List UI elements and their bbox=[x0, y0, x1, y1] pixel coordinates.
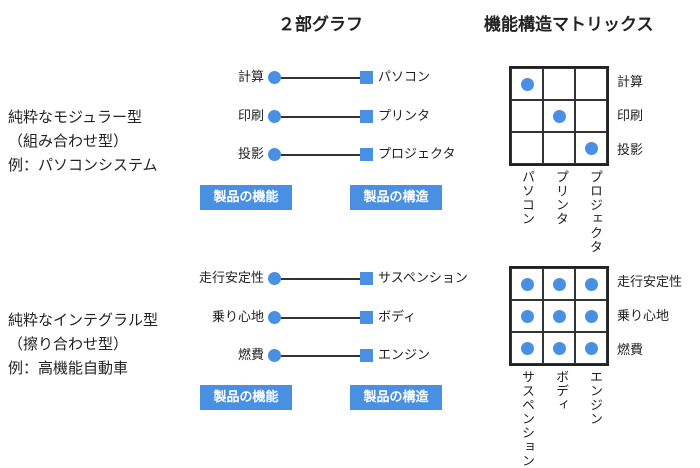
function-node bbox=[268, 71, 281, 84]
modular-matrix bbox=[509, 66, 609, 166]
integral-structure-label: ボディ bbox=[378, 310, 417, 325]
modular-matrix-col-label: プリンタ bbox=[553, 170, 568, 226]
modular-type-label: 純粋なモジュラー型 bbox=[8, 108, 142, 126]
matrix-cell bbox=[543, 300, 575, 332]
bipartite-graph-heading: ２部グラフ bbox=[278, 15, 363, 35]
matrix-cell bbox=[575, 268, 607, 300]
function-node bbox=[268, 311, 281, 324]
structure-node bbox=[360, 71, 373, 84]
graph-edge bbox=[281, 77, 360, 79]
matrix-cell bbox=[543, 68, 575, 100]
matrix-cell bbox=[575, 332, 607, 364]
matrix-dot bbox=[552, 309, 566, 323]
integral-type-alias: （擦り合わせ型） bbox=[8, 335, 129, 353]
product-structure-label: 製品の構造 bbox=[350, 185, 442, 210]
graph-edge bbox=[281, 355, 360, 357]
matrix-dot bbox=[552, 277, 566, 291]
integral-function-label: 乗り心地 bbox=[211, 310, 264, 325]
modular-structure-label: プリンタ bbox=[378, 109, 431, 124]
matrix-dot bbox=[584, 309, 598, 323]
function-node bbox=[268, 148, 281, 161]
integral-function-label: 燃費 bbox=[237, 348, 264, 363]
integral-description: 純粋なインテグラル型 （擦り合わせ型） 例：高機能自動車 bbox=[8, 308, 158, 380]
matrix-heading: 機能構造マトリックス bbox=[484, 15, 654, 35]
integral-type-label: 純粋なインテグラル型 bbox=[8, 311, 159, 329]
matrix-dot bbox=[552, 341, 566, 355]
matrix-cell bbox=[575, 68, 607, 100]
matrix-cell bbox=[543, 332, 575, 364]
modular-matrix-row-label: 投影 bbox=[617, 143, 644, 158]
modular-matrix-row-label: 印刷 bbox=[617, 109, 644, 124]
matrix-dot bbox=[584, 141, 598, 155]
matrix-cell bbox=[511, 332, 543, 364]
integral-structure-label: エンジン bbox=[378, 348, 431, 363]
matrix-cell bbox=[543, 100, 575, 132]
matrix-dot bbox=[552, 109, 566, 123]
matrix-cell bbox=[511, 68, 543, 100]
integral-matrix-row-label: 燃費 bbox=[617, 343, 644, 358]
integral-matrix-col-label: エンジン bbox=[587, 370, 602, 426]
modular-matrix-row-label: 計算 bbox=[617, 75, 644, 90]
matrix-dot bbox=[520, 77, 534, 91]
matrix-dot bbox=[520, 341, 534, 355]
product-function-label: 製品の機能 bbox=[200, 185, 292, 210]
matrix-cell bbox=[543, 268, 575, 300]
matrix-cell bbox=[511, 100, 543, 132]
modular-structure-label: プロジェクタ bbox=[378, 147, 456, 162]
product-function-label: 製品の機能 bbox=[200, 385, 292, 410]
function-node bbox=[268, 272, 281, 285]
integral-matrix-row-label: 走行安定性 bbox=[617, 275, 683, 290]
matrix-cell bbox=[575, 300, 607, 332]
product-structure-label: 製品の構造 bbox=[350, 385, 442, 410]
graph-edge bbox=[281, 154, 360, 156]
function-node bbox=[268, 110, 281, 123]
modular-structure-label: パソコン bbox=[378, 70, 431, 85]
graph-edge bbox=[281, 317, 360, 319]
matrix-dot bbox=[520, 277, 534, 291]
matrix-cell bbox=[575, 100, 607, 132]
integral-function-label: 走行安定性 bbox=[198, 271, 264, 286]
graph-edge bbox=[281, 278, 360, 280]
graph-edge bbox=[281, 116, 360, 118]
function-node bbox=[268, 349, 281, 362]
modular-type-alias: （組み合わせ型） bbox=[8, 132, 129, 150]
modular-matrix-col-label: パソコン bbox=[519, 170, 534, 226]
structure-node bbox=[360, 148, 373, 161]
modular-function-label: 印刷 bbox=[237, 109, 264, 124]
integral-matrix bbox=[509, 266, 609, 366]
matrix-cell bbox=[511, 268, 543, 300]
structure-node bbox=[360, 110, 373, 123]
matrix-cell bbox=[511, 300, 543, 332]
structure-node bbox=[360, 311, 373, 324]
matrix-cell bbox=[543, 132, 575, 164]
integral-structure-label: サスペンション bbox=[378, 271, 468, 286]
matrix-dot bbox=[584, 277, 598, 291]
modular-description: 純粋なモジュラー型 （組み合わせ型） 例：パソコンシステム bbox=[8, 105, 158, 177]
matrix-dot bbox=[584, 341, 598, 355]
matrix-cell bbox=[575, 132, 607, 164]
structure-node bbox=[360, 272, 373, 285]
modular-example: 例：パソコンシステム bbox=[8, 156, 158, 174]
modular-function-label: 投影 bbox=[237, 147, 264, 162]
matrix-cell bbox=[511, 132, 543, 164]
modular-function-label: 計算 bbox=[237, 70, 264, 85]
integral-matrix-col-label: サスペンション bbox=[519, 370, 534, 468]
structure-node bbox=[360, 349, 373, 362]
integral-matrix-col-label: ボディ bbox=[553, 370, 568, 412]
modular-matrix-col-label: プロジェクタ bbox=[587, 170, 602, 254]
integral-example: 例：高機能自動車 bbox=[8, 359, 129, 377]
integral-matrix-row-label: 乗り心地 bbox=[617, 309, 670, 324]
matrix-dot bbox=[520, 309, 534, 323]
